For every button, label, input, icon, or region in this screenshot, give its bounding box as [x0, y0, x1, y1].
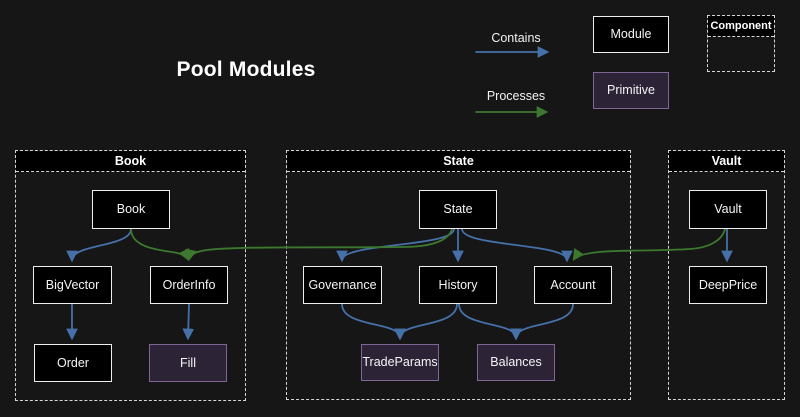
diagram-title: Pool Modules	[176, 58, 316, 81]
node-bigvector: BigVector	[33, 266, 112, 304]
container-book: Book	[15, 150, 246, 401]
legend-module-box: Module	[593, 16, 669, 53]
container-vault: Vault	[668, 150, 785, 400]
legend-processes-label: Processes	[486, 89, 546, 103]
edge-state-to-account	[461, 228, 573, 263]
container-book-label: Book	[16, 151, 245, 172]
legend-component-box: Component	[707, 15, 775, 72]
container-vault-label: Vault	[669, 151, 784, 172]
edge-history-to-tradeparams	[394, 303, 458, 341]
node-history: History	[419, 266, 497, 304]
node-balances: Balances	[477, 344, 555, 381]
edge-state-to-orderinfo	[185, 228, 453, 262]
edge-vault-to-account	[572, 228, 726, 261]
legend-primitive-box: Primitive	[593, 72, 669, 109]
legend-component-label: Component	[708, 16, 774, 37]
container-state: State	[286, 150, 631, 400]
node-vault: Vault	[689, 190, 767, 229]
node-account: Account	[534, 266, 612, 304]
edge-account-to-balances	[510, 303, 574, 341]
node-tradeparams: TradeParams	[361, 344, 439, 381]
node-state: State	[419, 190, 497, 229]
edge-book-to-bigvector	[66, 228, 132, 263]
node-orderinfo: OrderInfo	[150, 266, 228, 304]
node-fill: Fill	[149, 344, 227, 382]
edge-orderinfo-to-fill	[182, 303, 195, 341]
node-book: Book	[92, 190, 170, 229]
node-deepprice: DeepPrice	[689, 266, 767, 304]
node-governance: Governance	[303, 266, 382, 304]
node-order: Order	[34, 344, 112, 382]
legend-contains-label: Contains	[491, 31, 541, 45]
container-state-label: State	[287, 151, 630, 172]
